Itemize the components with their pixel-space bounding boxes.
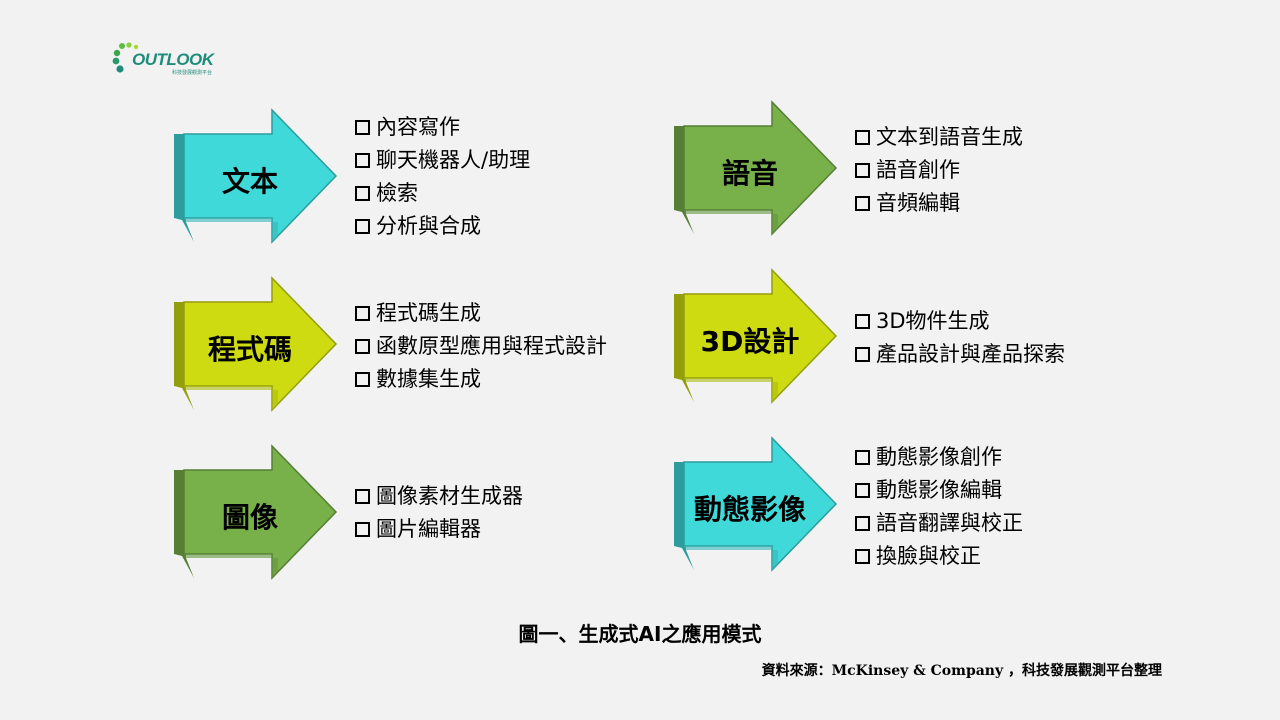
arrow-shape — [174, 276, 338, 412]
arrow-shadow — [684, 546, 778, 570]
arrow-shadow — [184, 386, 278, 410]
arrow-code: 程式碼 — [174, 276, 339, 418]
checkbox-icon — [855, 347, 870, 362]
arrow-shape — [674, 436, 838, 572]
logo-dots-icon — [112, 42, 139, 73]
list-item: 語音翻譯與校正 — [855, 507, 1023, 540]
list-speech: 文本到語音生成 語音創作 音頻編輯 — [855, 121, 1023, 220]
arrow-speech: 語音 — [674, 100, 839, 242]
outlook-logo: OUTLOOK 科技發展觀測平台 — [112, 40, 232, 80]
checkbox-icon — [355, 372, 370, 387]
arrow-shape — [674, 100, 838, 236]
source-note: 資料來源：McKinsey & Company ，科技發展觀測平台整理 — [761, 663, 1162, 679]
checkbox-icon — [855, 516, 870, 531]
logo-subtitle: 科技發展觀測平台 — [172, 70, 213, 76]
checkbox-icon — [355, 153, 370, 168]
list-item: 內容寫作 — [355, 111, 530, 144]
checkbox-icon — [855, 549, 870, 564]
arrow-image: 圖像 — [174, 444, 339, 586]
arrow-shadow — [184, 554, 278, 578]
list-item: 動態影像編輯 — [855, 474, 1023, 507]
checkbox-icon — [855, 196, 870, 211]
arrow-shape — [174, 108, 338, 244]
list-item: 語音創作 — [855, 154, 1023, 187]
arrow-shape — [174, 444, 338, 580]
checkbox-icon — [355, 219, 370, 234]
arrow-shadow — [684, 378, 778, 402]
arrow-shadow — [184, 218, 278, 242]
arrow-3d-design: 3D設計 — [674, 268, 839, 410]
checkbox-icon — [355, 489, 370, 504]
list-item: 動態影像創作 — [855, 441, 1023, 474]
list-item: 函數原型應用與程式設計 — [355, 330, 607, 363]
arrow-shadow — [684, 210, 778, 234]
list-item: 聊天機器人/助理 — [355, 144, 530, 177]
list-item: 產品設計與產品探索 — [855, 338, 1065, 371]
list-item: 檢索 — [355, 177, 530, 210]
checkbox-icon — [855, 483, 870, 498]
list-item: 程式碼生成 — [355, 297, 607, 330]
category-label: 圖像 — [221, 501, 278, 534]
list-item: 分析與合成 — [355, 210, 530, 243]
figure-caption: 圖一、生成式AI之應用模式 — [518, 622, 762, 646]
category-label: 語音 — [721, 157, 778, 190]
category-label: 程式碼 — [207, 333, 292, 366]
checkbox-icon — [355, 306, 370, 321]
checkbox-icon — [855, 450, 870, 465]
list-code: 程式碼生成 函數原型應用與程式設計 數據集生成 — [355, 297, 607, 396]
list-item: 文本到語音生成 — [855, 121, 1023, 154]
list-3d-design: 3D物件生成 產品設計與產品探索 — [855, 305, 1065, 371]
list-item: 3D物件生成 — [855, 305, 1065, 338]
list-item: 圖片編輯器 — [355, 513, 523, 546]
list-item: 換臉與校正 — [855, 540, 1023, 573]
category-label: 3D設計 — [700, 325, 800, 358]
arrow-text: 文本 — [174, 108, 339, 250]
checkbox-icon — [355, 522, 370, 537]
category-label: 動態影像 — [693, 493, 806, 526]
logo-text: OUTLOOK — [132, 50, 214, 69]
list-item: 音頻編輯 — [855, 187, 1023, 220]
checkbox-icon — [855, 130, 870, 145]
list-item: 圖像素材生成器 — [355, 480, 523, 513]
arrow-shape — [674, 268, 838, 404]
checkbox-icon — [855, 314, 870, 329]
checkbox-icon — [855, 163, 870, 178]
list-text: 內容寫作 聊天機器人/助理 檢索 分析與合成 — [355, 111, 530, 243]
list-item: 數據集生成 — [355, 363, 607, 396]
checkbox-icon — [355, 120, 370, 135]
list-motion-video: 動態影像創作 動態影像編輯 語音翻譯與校正 換臉與校正 — [855, 441, 1023, 573]
checkbox-icon — [355, 186, 370, 201]
list-image: 圖像素材生成器 圖片編輯器 — [355, 480, 523, 546]
category-label: 文本 — [221, 165, 278, 198]
arrow-motion-video: 動態影像 — [674, 436, 839, 578]
checkbox-icon — [355, 339, 370, 354]
